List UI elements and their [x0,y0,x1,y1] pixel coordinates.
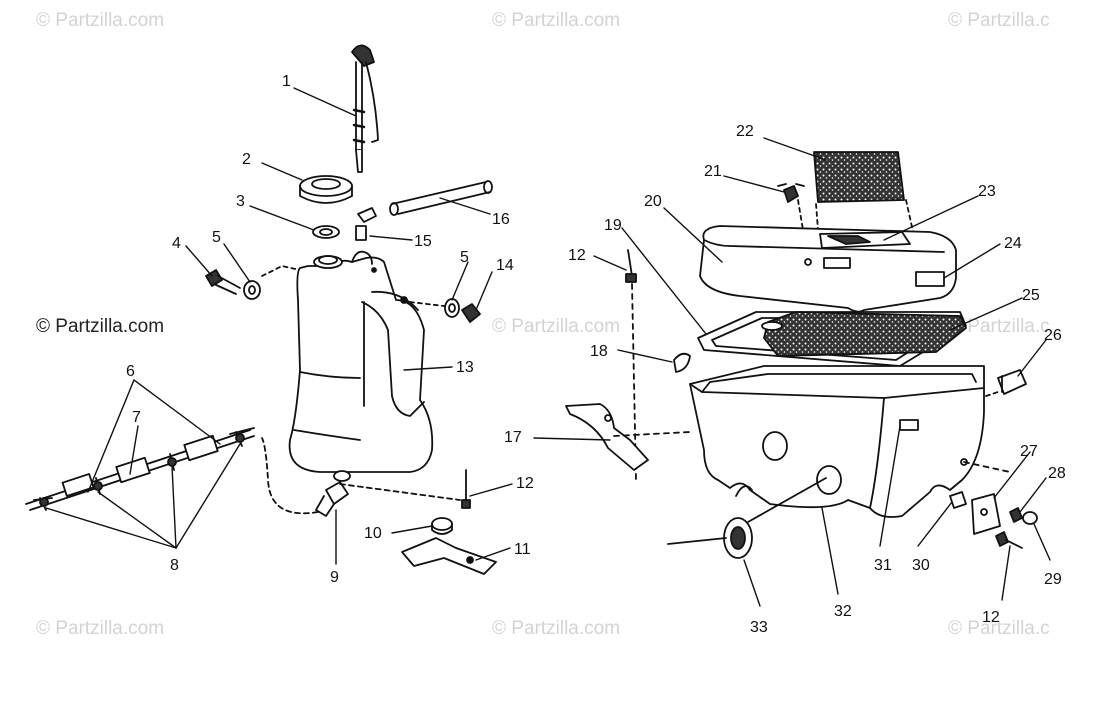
watermark-top-center: © Partzilla.com [492,10,621,31]
tank-mount-bracket [401,517,497,575]
retaining-clip [673,352,691,373]
callout-15: 15 [414,233,432,250]
grommet-right [444,298,460,318]
callout-3: 3 [236,193,245,210]
callout-7: 7 [132,409,141,426]
callout-28: 28 [1048,465,1066,482]
tank-nut [461,303,481,323]
callout-12-top: 12 [568,247,586,264]
callout-14: 14 [496,257,514,274]
callout-24: 24 [1004,235,1022,252]
fuel-tank [288,250,434,473]
airbox-bracket [565,403,691,471]
fuel-cap [299,175,353,204]
callout-4: 4 [172,235,181,252]
callout-19: 19 [604,217,622,234]
callout-30: 30 [912,557,930,574]
vent-fitting [355,207,377,241]
callout-12-bottom: 12 [982,609,1000,626]
callout-9: 9 [330,569,339,586]
fuel-line-assembly [25,427,255,511]
spacer [949,491,967,509]
watermark-mid-left: © Partzilla.com [36,316,165,337]
airbox-base [689,365,1011,518]
fuel-gauge-sender [351,44,379,173]
airbox-lid [699,225,957,313]
callout-2: 2 [242,151,251,168]
callout-32: 32 [834,603,852,620]
watermark-top-right: © Partzilla.c [948,10,1050,31]
watermark-top-left: © Partzilla.com [36,10,165,31]
airbox-grommet [667,477,827,559]
callout-6: 6 [126,363,135,380]
callout-23: 23 [978,183,996,200]
callout-20: 20 [644,193,662,210]
callout-11: 11 [514,541,531,558]
plate-bolt [995,531,1023,549]
callout-labels: 1 2 3 4 5 5 6 7 8 9 10 11 12 12 12 13 14… [126,73,1066,636]
callout-1: 1 [282,73,291,90]
callout-27: 27 [1020,443,1038,460]
vent-hose [389,180,493,216]
callout-26: 26 [1044,327,1062,344]
bolt [205,269,241,295]
callout-21: 21 [704,163,722,180]
intake-clamp [985,369,1027,397]
callout-17: 17 [504,429,522,446]
callout-31: 31 [874,557,892,574]
mount-plate [971,493,1001,535]
grommet-left [243,280,261,300]
callout-5-right: 5 [460,249,469,266]
mount-bolt [1009,507,1038,525]
leader-lines [45,87,1051,607]
callout-12-center: 12 [516,475,534,492]
watermark-bottom-center: © Partzilla.com [492,618,621,639]
callout-16: 16 [492,211,510,228]
callout-22: 22 [736,123,754,140]
callout-33: 33 [750,619,768,636]
cap-gasket [312,225,340,239]
bracket-bolt [461,469,471,509]
callout-25: 25 [1022,287,1040,304]
callout-8: 8 [170,557,179,574]
wing-nut [777,183,805,203]
fuel-outlet-fitting [315,470,351,517]
callout-13: 13 [456,359,474,376]
air-filter-element [761,311,967,357]
callout-10: 10 [364,525,382,542]
callout-29: 29 [1044,571,1062,588]
watermark-mid-right: © Partzilla.c [948,316,1050,337]
callout-18: 18 [590,343,608,360]
watermark-bottom-left: © Partzilla.com [36,618,165,639]
watermark-bottom-right: © Partzilla.c [948,618,1050,639]
callout-5-left: 5 [212,229,221,246]
foam-prefilter [813,151,905,203]
watermark-mid-center: © Partzilla.com [492,316,621,337]
